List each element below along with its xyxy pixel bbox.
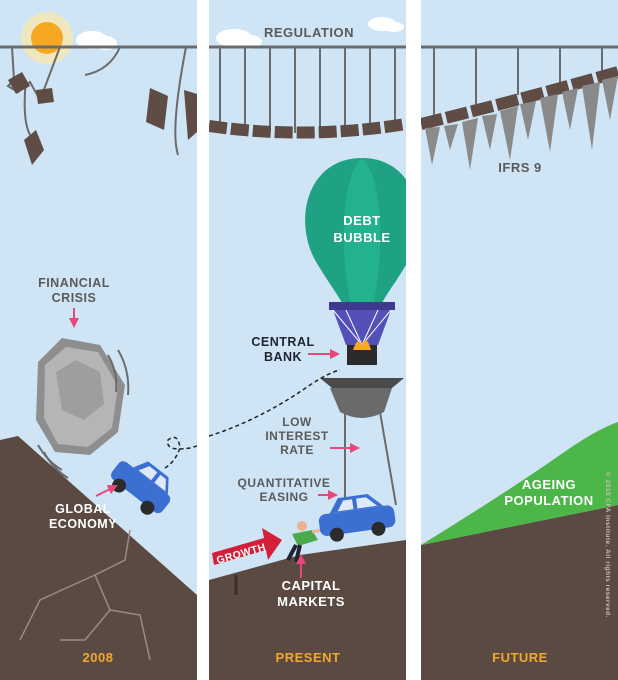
label-ageing-population-line2: POPULATION: [504, 493, 593, 508]
growth-sign: [212, 528, 282, 595]
panel-2008: FINANCIAL CRISIS GLOBAL ECONOMY 2008: [0, 0, 197, 680]
bridge-deck: [209, 118, 406, 139]
label-capital-markets-line2: MARKETS: [277, 594, 345, 609]
car-icon-2008: [111, 461, 171, 515]
panel-present: REGULATION DEBT BUBBLE: [209, 0, 406, 680]
label-ifrs9: IFRS 9: [498, 160, 541, 175]
label-regulation: REGULATION: [264, 25, 354, 40]
loose-cable: [84, 46, 187, 156]
green-hill: [421, 422, 618, 545]
period-future: FUTURE: [492, 650, 548, 665]
balloon-tethers: [344, 411, 397, 506]
label-central-bank-line1: CENTRAL: [251, 335, 314, 349]
panel-future: IFRS 9 AGEING POPULATION © 2019 CFA Inst…: [421, 0, 618, 680]
label-low-interest-rate-line1: LOW: [282, 415, 312, 429]
ground-cracks: [19, 529, 151, 661]
label-ageing-population-line1: AGEING: [522, 477, 576, 492]
label-financial-crisis-line2: CRISIS: [52, 291, 97, 305]
icicles: [425, 76, 618, 170]
ground-future: [421, 505, 618, 680]
falling-planks: [8, 72, 197, 165]
label-low-interest-rate-line2: INTEREST: [265, 429, 329, 443]
boulder-icon: [36, 338, 125, 455]
copyright-notice: © 2019 CFA Institute. All rights reserve…: [604, 472, 612, 618]
motion-lines: [37, 349, 130, 479]
car-path-left: [164, 436, 197, 469]
ground-present: [209, 540, 406, 680]
bridge-hangers: [219, 47, 396, 133]
label-financial-crisis-line1: FINANCIAL: [38, 276, 110, 290]
car-icon-present: [318, 494, 396, 542]
label-global-economy-line2: ECONOMY: [49, 517, 117, 531]
label-quantitative-easing-line2: EASING: [259, 490, 308, 504]
label-debt-bubble-line1: DEBT: [343, 213, 380, 228]
label-central-bank-line2: BANK: [264, 350, 302, 364]
label-debt-bubble-line2: BUBBLE: [333, 230, 390, 245]
label-global-economy-line1: GLOBAL: [55, 502, 111, 516]
label-capital-markets-line1: CAPITAL: [282, 578, 341, 593]
period-present: PRESENT: [276, 650, 341, 665]
label-low-interest-rate-line3: RATE: [280, 443, 314, 457]
period-2008: 2008: [83, 650, 114, 665]
car-path-center: [209, 369, 341, 437]
label-quantitative-easing-line1: QUANTITATIVE: [238, 476, 331, 490]
balloon-icon: [305, 158, 406, 418]
arrow-global-economy: [95, 485, 118, 497]
ground-slope-2008: [0, 436, 197, 680]
